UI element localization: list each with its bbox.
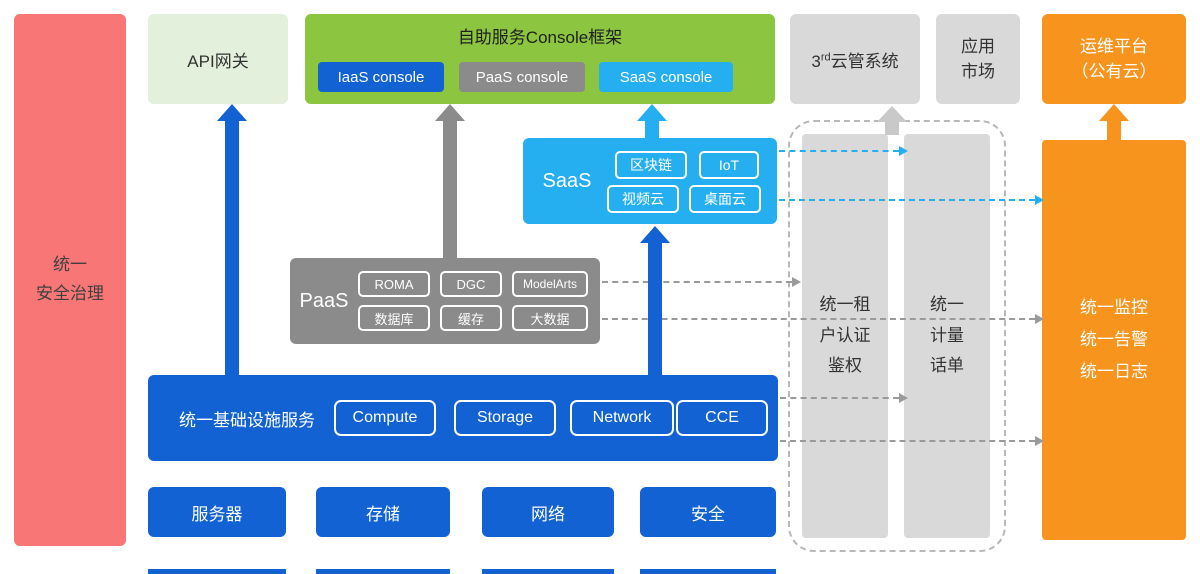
iaas-item-compute: Compute bbox=[334, 400, 436, 436]
api-gateway-box: API网关 bbox=[148, 14, 288, 104]
paas-layer-box: PaaS ROMA DGC ModelArts 数据库 缓存 大数据 bbox=[290, 258, 600, 344]
console-framework-box: 自助服务Console框架 IaaS console PaaS console … bbox=[305, 14, 775, 104]
third-party-cloud-mgmt-box: 3rd云管系统 bbox=[790, 14, 920, 104]
paas-item-database: 数据库 bbox=[358, 305, 430, 331]
iaas-item-storage: Storage bbox=[454, 400, 556, 436]
saas-layer-title: SaaS bbox=[542, 169, 592, 192]
console-framework-title: 自助服务Console框架 bbox=[457, 28, 623, 47]
cropped-row-strip bbox=[316, 569, 450, 574]
saas-item-desktop-cloud: 桌面云 bbox=[689, 185, 761, 213]
saas-console-chip: SaaS console bbox=[599, 62, 733, 92]
saas-item-iot: IoT bbox=[699, 151, 759, 179]
paas-item-dgc: DGC bbox=[440, 271, 502, 297]
hardware-server-box: 服务器 bbox=[148, 487, 286, 537]
paas-console-chip: PaaS console bbox=[459, 62, 585, 92]
cropped-row-strip bbox=[148, 569, 286, 574]
app-market-box: 应用 市场 bbox=[936, 14, 1020, 104]
paas-layer-title: PaaS bbox=[299, 289, 349, 312]
hardware-security-box: 安全 bbox=[640, 487, 776, 537]
hardware-network-box: 网络 bbox=[482, 487, 614, 537]
saas-item-blockchain: 区块链 bbox=[615, 151, 687, 179]
saas-item-video-cloud: 视频云 bbox=[607, 185, 679, 213]
cropped-row-strip bbox=[482, 569, 614, 574]
ops-platform-box: 运维平台 （公有云） bbox=[1042, 14, 1186, 104]
cropped-row-strip bbox=[640, 569, 776, 574]
paas-item-roma: ROMA bbox=[358, 271, 430, 297]
paas-item-cache: 缓存 bbox=[440, 305, 502, 331]
third-party-label: 3rd云管系统 bbox=[811, 50, 899, 71]
iaas-item-network: Network bbox=[570, 400, 674, 436]
iaas-console-chip: IaaS console bbox=[318, 62, 444, 92]
tenant-auth-rail: 统一租 户认证 鉴权 bbox=[802, 134, 888, 538]
hardware-storage-box: 存储 bbox=[316, 487, 450, 537]
iaas-layer-title: 统一基础设施服务 bbox=[179, 410, 315, 430]
paas-item-bigdata: 大数据 bbox=[512, 305, 588, 331]
iaas-item-cce: CCE bbox=[676, 400, 768, 436]
iaas-layer-box: 统一基础设施服务 Compute Storage Network CCE bbox=[148, 375, 778, 461]
saas-layer-box: SaaS 区块链 IoT 视频云 桌面云 bbox=[523, 138, 777, 224]
security-governance-rail: 统一 安全治理 bbox=[14, 14, 126, 546]
monitoring-alert-log-rail: 统一监控 统一告警 统一日志 bbox=[1042, 140, 1186, 540]
metering-billing-rail: 统一 计量 话单 bbox=[904, 134, 990, 538]
paas-item-modelarts: ModelArts bbox=[512, 271, 588, 297]
